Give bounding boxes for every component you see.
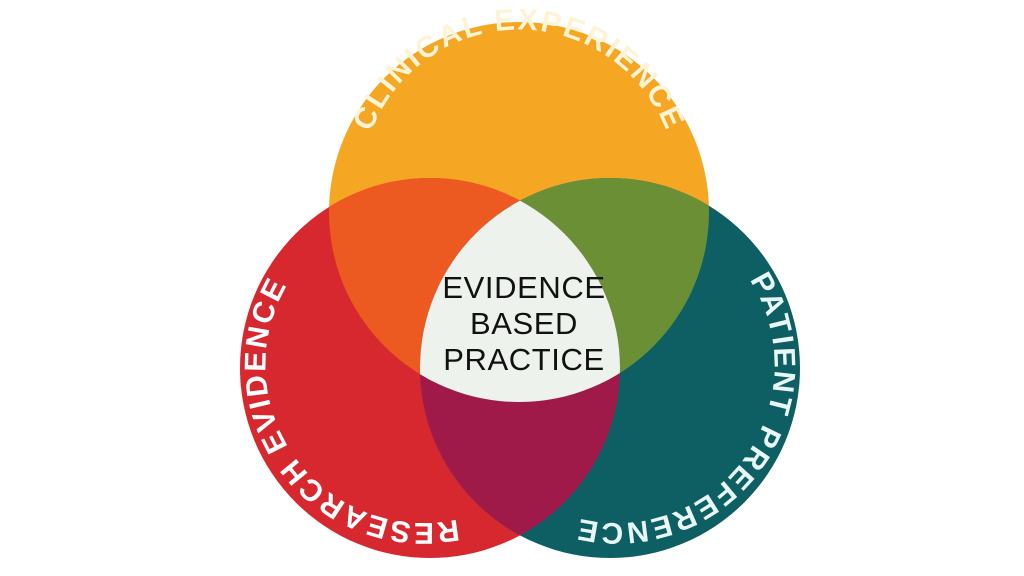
- center-label-group: EVIDENCE BASED PRACTICE: [442, 270, 605, 377]
- center-label-line-2: BASED: [470, 306, 578, 341]
- center-label-line-3: PRACTICE: [443, 342, 605, 377]
- center-label-line-1: EVIDENCE: [442, 270, 605, 305]
